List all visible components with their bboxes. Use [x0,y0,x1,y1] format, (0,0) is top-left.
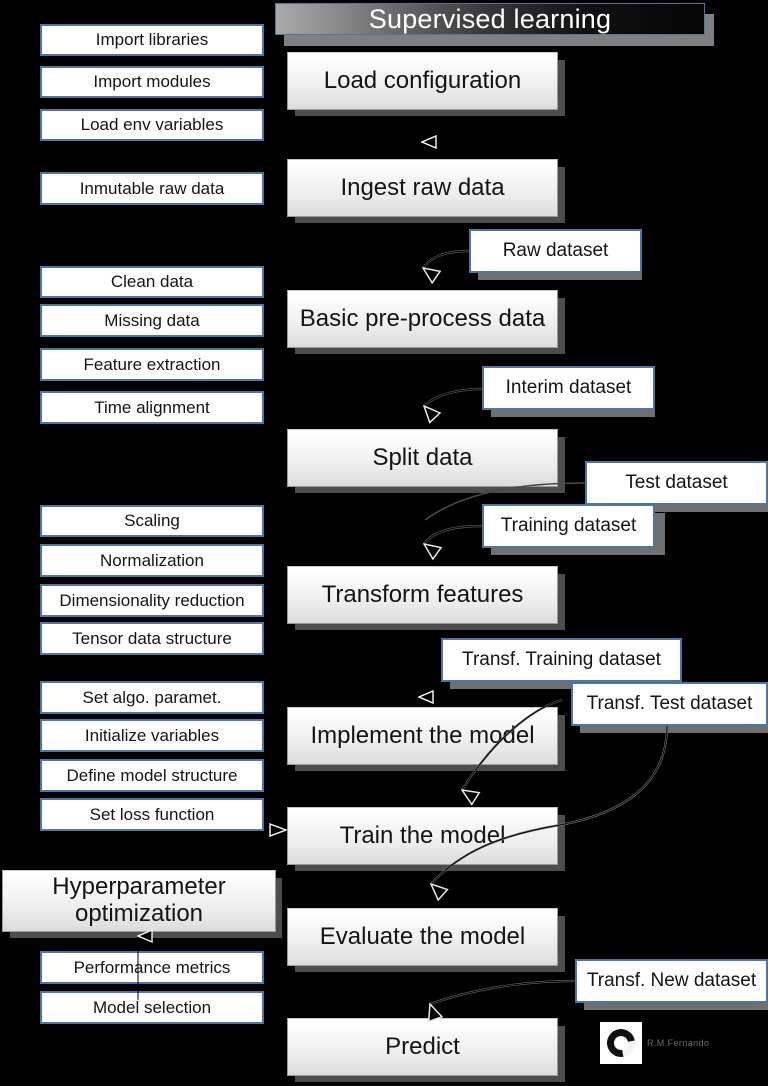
pipeline-box-evaluate-the-model[interactable]: Evaluate the model [287,908,558,966]
note-model-selection[interactable]: Model selection [40,991,264,1024]
note-label: Raw dataset [502,240,609,261]
note-transf-test-dataset[interactable]: Transf. Test dataset [571,682,768,726]
hyperparameter-optimization-box[interactable]: Hyperparameter optimization [2,870,276,932]
note-label: Import libraries [95,30,209,49]
pipeline-label: Train the model [339,821,506,849]
pipeline-label: Implement the model [310,721,535,749]
note-label: Test dataset [625,472,728,493]
note-label: Normalization [100,550,204,570]
pipeline-label: Predict [385,1032,460,1060]
author-watermark: R.M.Fernando [600,1022,709,1064]
enso-ring-icon [600,1022,642,1064]
pipeline-label: Split data [372,443,473,471]
note-dimensionality-reduction[interactable]: Dimensionality reduction [40,584,264,617]
note-label: Inmutable raw data [79,178,225,198]
note-label: Clean data [110,272,194,291]
note-clean-data[interactable]: Clean data [40,266,264,298]
pipeline-label: Transform features [321,580,524,608]
note-label: Time alignment [94,397,210,417]
pipeline-box-load-configuration[interactable]: Load configuration [287,52,558,110]
note-training-dataset[interactable]: Training dataset [482,504,655,548]
pipeline-box-train-the-model[interactable]: Train the model [287,807,558,865]
pipeline-label: Ingest raw data [340,173,505,201]
pipeline-box-ingest-raw-data[interactable]: Ingest raw data [287,159,558,217]
note-label: Set loss function [89,804,215,824]
arrow-training-dataset-to-transform [424,524,483,544]
note-load-env-variables[interactable]: Load env variables [40,109,264,141]
note-label: Performance metrics [73,957,231,977]
pipeline-box-split-data[interactable]: Split data [287,429,558,487]
note-feature-extraction[interactable]: Feature extraction [40,348,264,381]
note-missing-data[interactable]: Missing data [40,304,264,337]
note-test-dataset[interactable]: Test dataset [585,461,768,505]
note-tensor-data-structure[interactable]: Tensor data structure [40,622,264,655]
note-performance-metrics[interactable]: Performance metrics [40,951,264,984]
arrow-raw-dataset-to-preprocess [423,249,470,268]
pipeline-label: Load configuration [323,66,522,94]
pipeline-box-basic-preprocess-data[interactable]: Basic pre-process data [287,290,558,348]
note-interim-dataset[interactable]: Interim dataset [482,366,655,410]
note-define-model-structure[interactable]: Define model structure [40,759,264,792]
pipeline-box-implement-the-model[interactable]: Implement the model [287,707,558,765]
note-label: Import modules [93,72,211,91]
note-label: Load env variables [80,115,224,134]
note-transf-new-dataset[interactable]: Transf. New dataset [575,959,768,1003]
pipeline-box-transform-features[interactable]: Transform features [287,566,558,624]
note-label: Feature extraction [83,354,221,374]
hyperparameter-line2: optimization [74,900,204,927]
note-set-loss-function[interactable]: Set loss function [40,798,264,831]
arrow-transf-new-to-predict [430,979,576,1004]
note-label: Transf. Test dataset [586,693,753,714]
note-raw-dataset[interactable]: Raw dataset [469,229,642,273]
note-set-algo-paramet[interactable]: Set algo. paramet. [40,681,264,714]
note-label: Training dataset [500,515,637,536]
note-label: Initialize variables [84,725,220,745]
pipeline-label: Evaluate the model [319,922,526,950]
note-label: Missing data [104,310,200,330]
note-transf-training-dataset[interactable]: Transf. Training dataset [441,638,682,682]
note-label: Scaling [124,511,180,530]
note-label: Define model structure [66,765,238,785]
note-import-modules[interactable]: Import modules [40,66,264,98]
note-label: Interim dataset [505,377,632,398]
diagram-title: Supervised learning [275,3,705,35]
author-name: R.M.Fernando [647,1038,710,1048]
note-time-alignment[interactable]: Time alignment [40,391,264,424]
arrow-interim-dataset-to-split [424,387,483,406]
hyperparameter-line1: Hyperparameter [52,873,226,901]
note-scaling[interactable]: Scaling [40,505,264,537]
note-label: Set algo. paramet. [82,687,222,707]
note-initialize-variables[interactable]: Initialize variables [40,719,264,752]
pipeline-box-predict[interactable]: Predict [287,1018,558,1076]
note-label: Transf. New dataset [586,970,757,991]
pipeline-label: Basic pre-process data [299,304,546,332]
note-normalization[interactable]: Normalization [40,544,264,577]
note-label: Transf. Training dataset [462,649,661,670]
note-label: Tensor data structure [72,628,232,648]
note-inmutable-raw-data[interactable]: Inmutable raw data [40,172,264,205]
note-label: Model selection [92,997,212,1017]
note-import-libraries[interactable]: Import libraries [40,24,264,56]
note-label: Dimensionality reduction [59,590,245,610]
